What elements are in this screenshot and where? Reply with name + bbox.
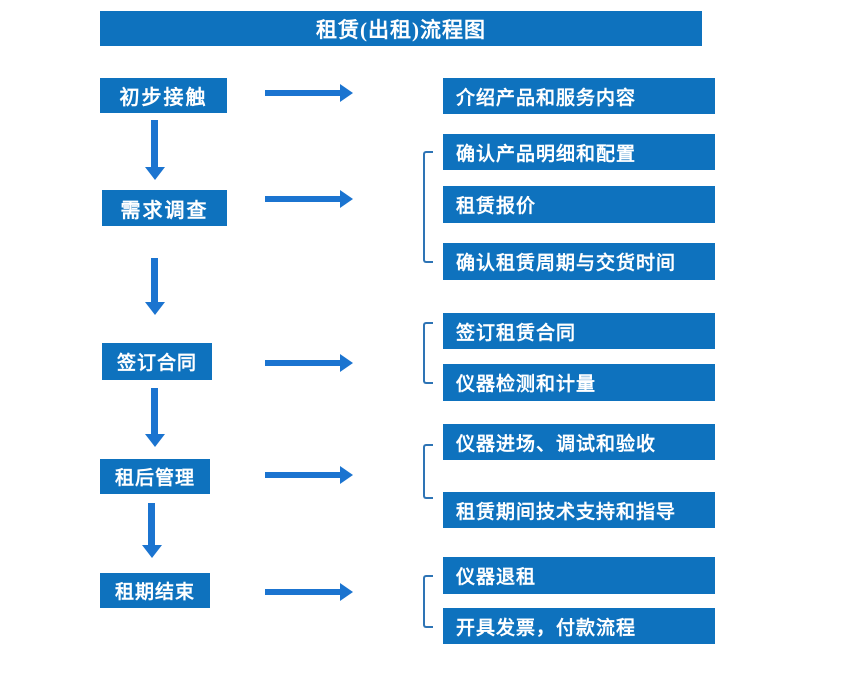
arrow-shaft — [151, 120, 158, 168]
detail-box-confirm-period-delivery: 确认租赁周期与交货时间 — [443, 243, 715, 280]
arrow-shaft — [151, 258, 158, 303]
detail-box-instrument-testing: 仪器检测和计量 — [443, 364, 715, 401]
down-arrow-1 — [145, 120, 165, 180]
right-arrow-1 — [265, 84, 353, 102]
arrow-shaft — [265, 589, 342, 595]
arrow-head — [145, 167, 165, 180]
arrow-head — [145, 302, 165, 315]
group-bracket-rental-end — [423, 575, 433, 628]
right-arrow-2 — [265, 190, 353, 208]
detail-box-instrument-return: 仪器退租 — [443, 557, 715, 594]
arrow-head — [340, 354, 353, 372]
detail-box-sign-rental-contract: 签订租赁合同 — [443, 313, 715, 349]
step-box-demand-survey: 需求调查 — [102, 190, 227, 226]
arrow-shaft — [148, 503, 155, 546]
arrow-head — [145, 434, 165, 447]
group-bracket-sign-contract — [423, 322, 433, 384]
arrow-head — [142, 545, 162, 558]
step-box-post-rental-management: 租后管理 — [100, 459, 210, 494]
step-box-rental-end: 租期结束 — [100, 573, 210, 608]
page-title: 租赁(出租)流程图 — [316, 17, 486, 42]
detail-box-tech-support: 租赁期间技术支持和指导 — [443, 492, 715, 528]
detail-box-rental-quote: 租赁报价 — [443, 186, 715, 223]
arrow-shaft — [265, 360, 342, 366]
group-bracket-post-rental — [423, 444, 433, 499]
step-box-initial-contact: 初步接触 — [100, 78, 227, 113]
arrow-shaft — [151, 388, 158, 435]
detail-box-invoice-payment: 开具发票，付款流程 — [443, 608, 715, 644]
detail-box-instrument-setup: 仪器进场、调试和验收 — [443, 424, 715, 460]
arrow-shaft — [265, 90, 342, 96]
arrow-head — [340, 466, 353, 484]
down-arrow-4 — [142, 503, 162, 558]
down-arrow-2 — [145, 258, 165, 315]
title-bar: 租赁(出租)流程图 — [100, 11, 702, 46]
right-arrow-3 — [265, 354, 353, 372]
arrow-head — [340, 583, 353, 601]
detail-box-confirm-product-config: 确认产品明细和配置 — [443, 134, 715, 170]
right-arrow-4 — [265, 466, 353, 484]
detail-box-introduce-products: 介绍产品和服务内容 — [443, 78, 715, 114]
step-box-sign-contract: 签订合同 — [102, 343, 212, 380]
down-arrow-3 — [145, 388, 165, 447]
group-bracket-demand-survey — [423, 151, 433, 263]
arrow-shaft — [265, 472, 342, 478]
right-arrow-5 — [265, 583, 353, 601]
arrow-head — [340, 190, 353, 208]
arrow-shaft — [265, 196, 342, 202]
arrow-head — [340, 84, 353, 102]
